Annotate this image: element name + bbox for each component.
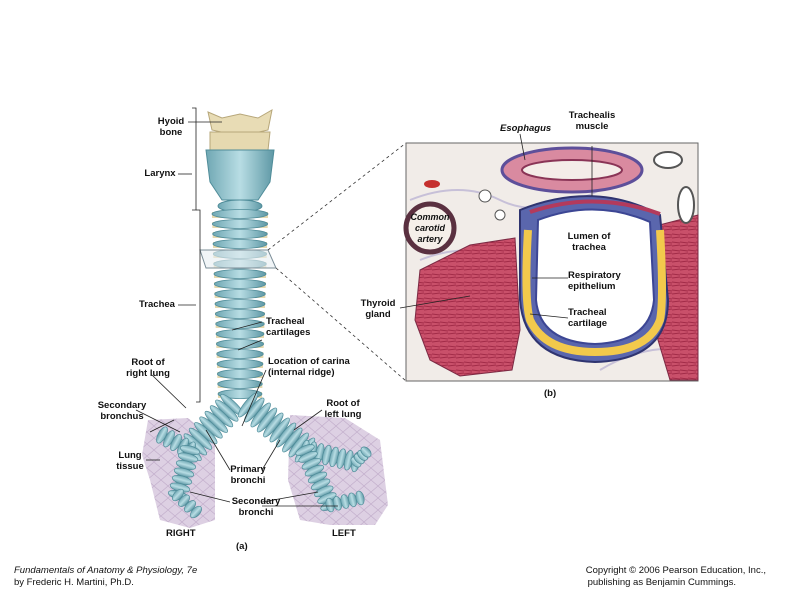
label-tracheal-cartilage: Tracheal cartilage <box>568 307 608 329</box>
bronchial-cartilage-ring <box>190 505 202 519</box>
bronchial-cartilage-ring <box>156 426 168 444</box>
section-plane <box>199 249 277 269</box>
thyroid-gland <box>414 237 521 377</box>
common-carotid-artery <box>403 201 457 255</box>
tracheal-cartilage-ring <box>213 269 267 279</box>
trachealis-muscle <box>529 199 661 216</box>
panel-a-leader-lines <box>135 107 338 507</box>
label-location-carina: Location of carina (internal ridge) <box>268 356 350 378</box>
tracheal-cartilage-ring <box>216 369 264 379</box>
tracheal-cartilage-ring <box>217 379 263 389</box>
label-primary-bronchi: Primary bronchi <box>230 464 266 486</box>
tracheal-cartilage-ring <box>215 339 265 349</box>
label-right: RIGHT <box>166 528 196 539</box>
label-root-left-lung: Root of left lung <box>324 398 362 420</box>
tracheal-cartilage-ring <box>211 219 269 229</box>
label-tracheal-cartilages: Tracheal cartilages <box>266 316 311 338</box>
projection-lines <box>267 142 407 382</box>
tracheal-cartilage-ring <box>216 359 264 369</box>
footer-book-title: Fundamentals of Anatomy & Physiology, 7e <box>14 565 198 576</box>
label-trachealis-muscle: Trachealis muscle <box>568 110 616 132</box>
tracheal-lumen <box>534 208 656 346</box>
bronchial-cartilage-ring <box>360 446 372 458</box>
label-root-right-lung: Root of right lung <box>126 357 170 379</box>
label-trachea: Trachea <box>139 299 175 310</box>
tracheal-cartilage-ring <box>211 209 269 219</box>
tracheal-cartilage-ring <box>215 319 265 329</box>
panel-b-leader-lines <box>399 133 593 319</box>
panel-a-illustration <box>142 109 388 528</box>
footer-copyright: Copyright © 2006 Pearson Education, Inc.… <box>585 565 766 576</box>
footer-author: by Frederic H. Martini, Ph.D. <box>14 577 134 588</box>
label-lumen-of-trachea: Lumen of trachea <box>567 231 611 253</box>
label-common-carotid-artery: Common carotid artery <box>410 212 450 244</box>
tracheal-cartilage-ring <box>214 299 266 309</box>
label-lung-tissue: Lung tissue <box>116 450 144 472</box>
label-secondary-bronchus: Secondary bronchus <box>97 400 147 422</box>
tracheal-cartilage <box>522 229 666 357</box>
label-thyroid-gland: Thyroid gland <box>360 298 396 320</box>
caption-a: (a) <box>236 541 248 552</box>
tracheal-cartilage-ring <box>212 229 268 239</box>
tracheal-cartilage-ring <box>213 279 267 289</box>
label-esophagus: Esophagus <box>500 123 552 134</box>
label-secondary-bronchi: Secondary bronchi <box>231 496 281 518</box>
label-respiratory-epithelium: Respiratory epithelium <box>568 270 621 292</box>
trachea-rings <box>211 209 269 399</box>
bronchial-cartilage-ring <box>355 490 365 506</box>
footer-publisher: publishing as Benjamin Cummings. <box>587 577 736 588</box>
caption-b: (b) <box>544 388 557 399</box>
tracheal-cartilage-ring <box>212 239 268 249</box>
bronchial-tree <box>156 392 372 519</box>
label-hyoid-bone: Hyoid bone <box>157 116 185 138</box>
tracheal-cartilage-ring <box>214 309 266 319</box>
tracheal-cartilage-ring <box>214 289 266 299</box>
panel-b-micrograph <box>403 142 699 382</box>
tracheal-cartilage-ring <box>215 329 265 339</box>
tracheal-cartilage-ring <box>216 349 264 359</box>
thyroid-cartilage <box>205 149 275 201</box>
label-larynx: Larynx <box>144 168 176 179</box>
label-left: LEFT <box>332 528 356 539</box>
